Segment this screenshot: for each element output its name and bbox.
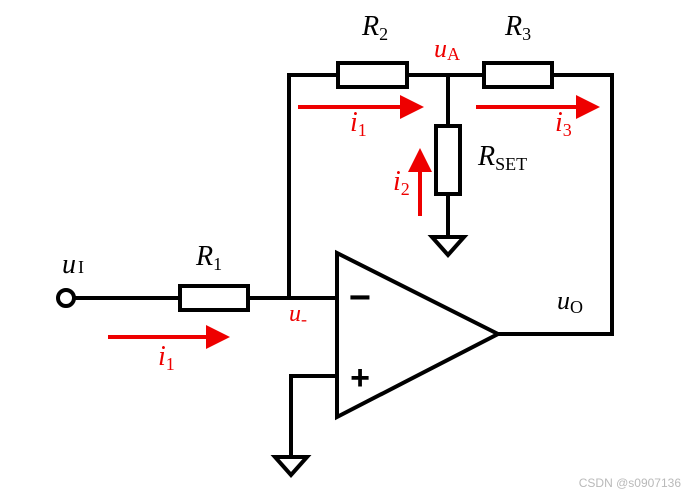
label-ua: uA [434,34,460,64]
opamp-minus-sign: − [349,277,371,319]
grounds [270,235,469,479]
resistor-r2 [336,61,409,89]
input-terminal [56,288,76,308]
label-r3: R3 [504,11,531,44]
watermark-text: CSDN @s0907136 [578,476,681,490]
label-r1: R1 [195,241,222,274]
label-r2: R2 [361,11,388,44]
ground-opamp-icon [270,455,312,479]
label-i3: i3 [555,107,572,140]
resistor-r1 [178,284,250,312]
wires [71,73,614,459]
label-rset: RSET [477,141,527,174]
label-i1-bottom: i1 [158,341,175,374]
resistor-rset [434,124,462,196]
label-i2: i2 [393,166,410,199]
label-i1-top: i1 [350,107,367,140]
ground-rset-icon [427,235,469,259]
label-u-minus: u- [289,301,307,329]
label-uo: uO [557,286,583,317]
opamp-plus-sign: + [350,359,370,397]
opamp-triangle [335,249,503,421]
current-arrows [108,95,600,349]
resistors [178,61,554,312]
resistor-r3 [482,61,554,89]
